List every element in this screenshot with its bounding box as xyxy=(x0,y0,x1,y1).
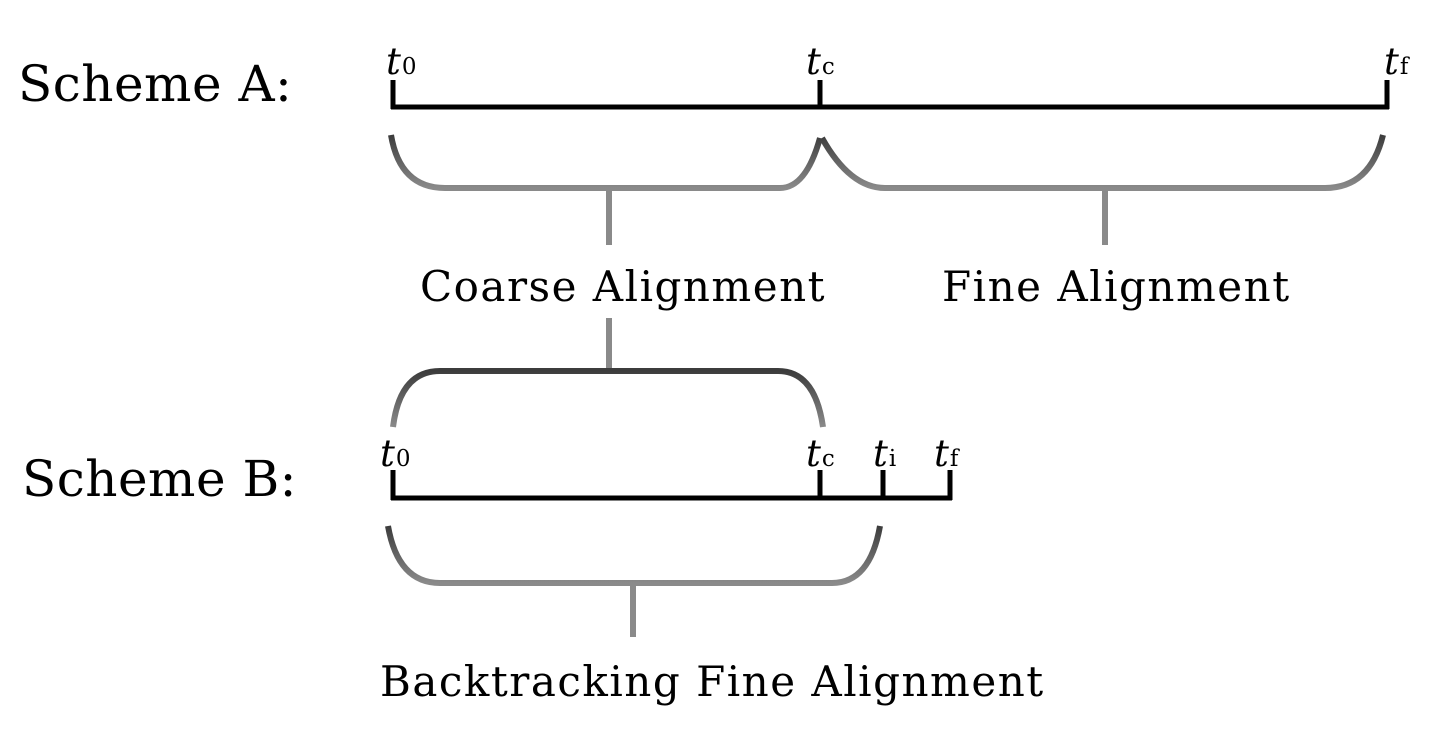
scheme-b-tick-label-tc: tc xyxy=(806,432,835,475)
fine-alignment-brace xyxy=(819,134,1386,245)
scheme-a-timeline xyxy=(390,80,1390,110)
backtracking-fine-alignment-label: Backtracking Fine Alignment xyxy=(380,657,1045,706)
scheme-b-timeline xyxy=(390,470,953,501)
scheme-b-tick-label-t0: t0 xyxy=(380,432,411,475)
fine-alignment-label: Fine Alignment xyxy=(942,262,1291,311)
scheme-a-tick-label-t0: t0 xyxy=(386,40,417,83)
coarse-alignment-label: Coarse Alignment xyxy=(420,262,827,311)
scheme-b-coarse-brace xyxy=(390,318,826,428)
coarse-alignment-brace xyxy=(388,134,823,245)
scheme-a-tick-label-tf: tf xyxy=(1384,40,1409,83)
backtracking-fine-alignment-brace xyxy=(385,525,883,637)
scheme-a-tick-label-tc: tc xyxy=(806,40,835,83)
scheme-b-label: Scheme B: xyxy=(22,450,298,508)
scheme-b-tick-label-tf: tf xyxy=(934,432,959,475)
scheme-b-tick-label-ti: ti xyxy=(873,432,897,475)
scheme-a-label: Scheme A: xyxy=(18,55,293,113)
